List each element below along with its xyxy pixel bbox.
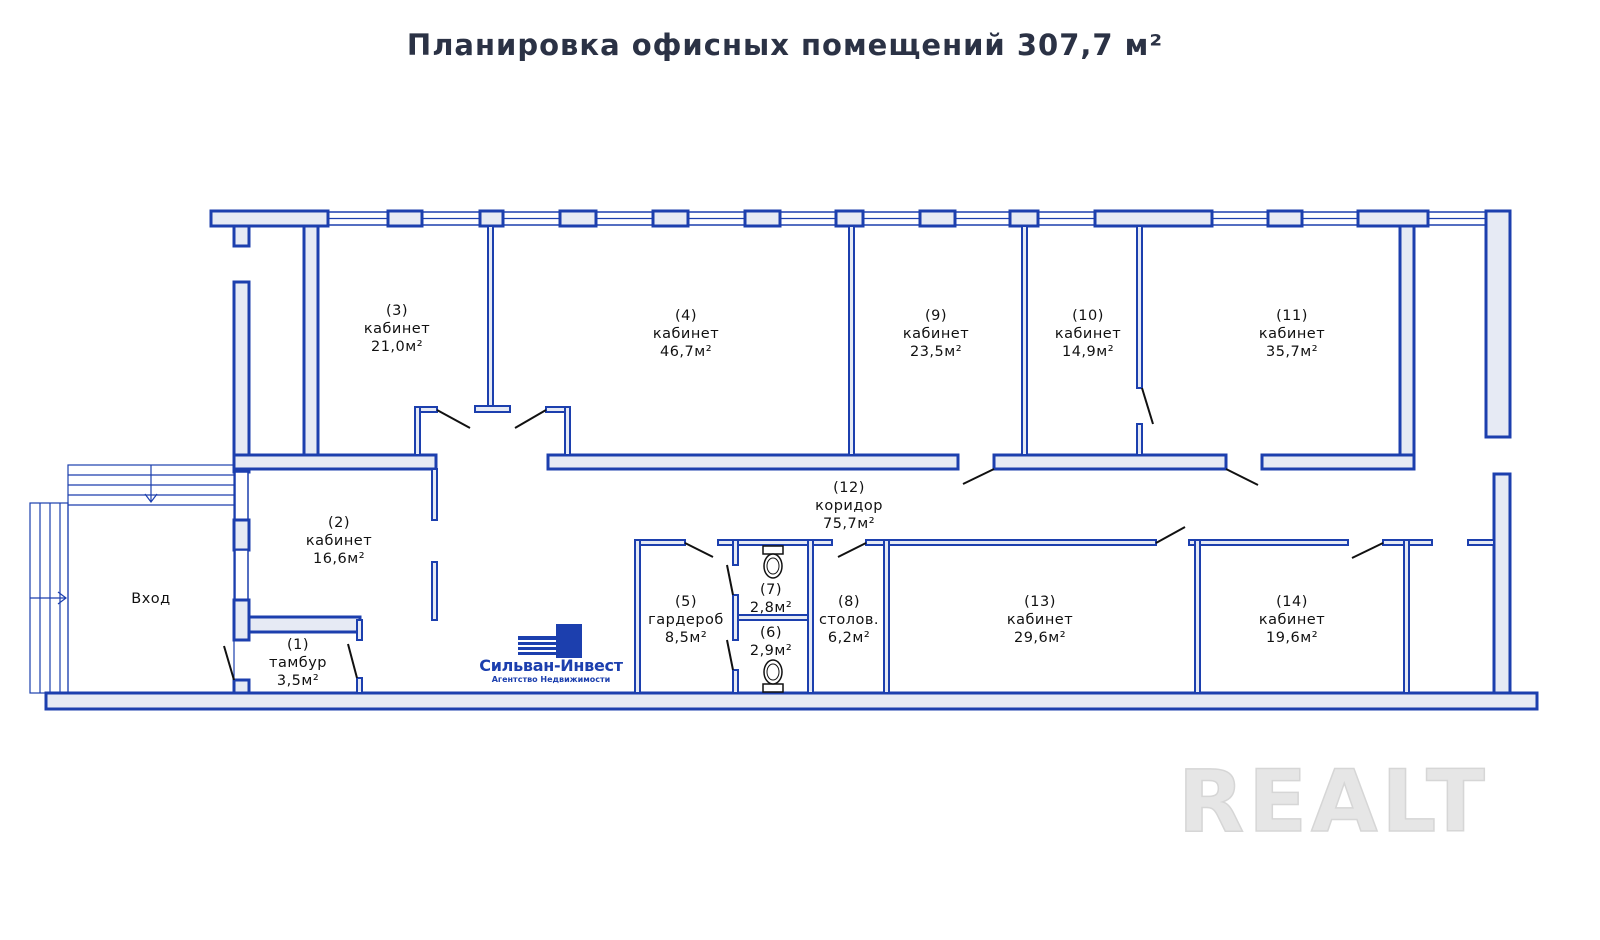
room-name: кабинет [1258,612,1326,628]
room-number: (4) [674,308,698,324]
room-area: 2,8м² [749,600,793,616]
room-area: 46,7м² [659,344,713,360]
room-name: тамбур [269,655,327,671]
interior-walls [44,224,1539,711]
room-name: кабинет [902,326,970,342]
room-number: (1) [286,637,310,653]
room-area: 23,5м² [909,344,963,360]
plan-title: Планировка офисных помещений 307,7 м² [406,28,1164,62]
room-number: (13) [1024,594,1056,610]
room-name: столов. [818,612,880,628]
room-name: кабинет [1258,326,1326,342]
room-name: кабинет [652,326,720,342]
entrance-label: Вход [131,591,171,607]
agency-logo: Сильван-Инвест Агентство Недвижимости [476,656,626,684]
room-number: (3) [385,303,409,319]
room-number: (11) [1276,308,1308,324]
room-area: 8,5м² [664,630,708,646]
room-name: коридор [815,498,883,514]
room-area: 14,9м² [1061,344,1115,360]
room-area: 6,2м² [827,630,871,646]
logo-building-icon [518,624,582,658]
room-area: 35,7м² [1265,344,1319,360]
room-13: (13) кабинет 29,6м² [1007,593,1073,647]
room-name: кабинет [363,321,431,337]
room-area: 75,7м² [822,516,876,532]
toilet-icon [762,545,784,579]
room-number: (8) [837,594,861,610]
room-number: (7) [759,582,783,598]
room-number: (14) [1276,594,1308,610]
room-3: (3) кабинет 21,0м² [364,302,430,356]
room-area: 3,5м² [276,673,320,689]
room-number: (2) [327,515,351,531]
room-number: (10) [1072,308,1104,324]
toilet-icon [762,659,784,693]
room-11: (11) кабинет 35,7м² [1259,307,1325,361]
logo-subtitle: Агентство Недвижимости [491,675,611,684]
room-number: (5) [674,594,698,610]
room-1: (1) тамбур 3,5м² [269,636,327,690]
room-name: кабинет [1006,612,1074,628]
room-9: (9) кабинет 23,5м² [903,307,969,361]
room-14: (14) кабинет 19,6м² [1259,593,1325,647]
room-number: (12) [833,480,865,496]
room-4: (4) кабинет 46,7м² [653,307,719,361]
room-area: 29,6м² [1013,630,1067,646]
room-name: кабинет [305,533,373,549]
room-number: (9) [924,308,948,324]
room-6: (6) 2,9м² [750,624,792,660]
room-area: 19,6м² [1265,630,1319,646]
room-name: гардероб [648,612,724,628]
realt-watermark: REALT [1177,751,1489,853]
room-number: (6) [759,625,783,641]
room-area: 21,0м² [370,339,424,355]
room-10: (10) кабинет 14,9м² [1055,307,1121,361]
logo-name: Сильван-Инвест [479,656,623,675]
exterior-top-wall [209,209,1512,439]
doors [223,387,1384,681]
entrance-stairs [29,464,235,694]
room-name: кабинет [1054,326,1122,342]
room-5: (5) гардероб 8,5м² [648,593,724,647]
room-12: (12) коридор 75,7м² [815,479,883,533]
room-area: 16,6м² [312,551,366,567]
room-8: (8) столов. 6,2м² [819,593,879,647]
room-7: (7) 2,8м² [750,581,792,617]
room-area: 2,9м² [749,643,793,659]
room-2: (2) кабинет 16,6м² [306,514,372,568]
